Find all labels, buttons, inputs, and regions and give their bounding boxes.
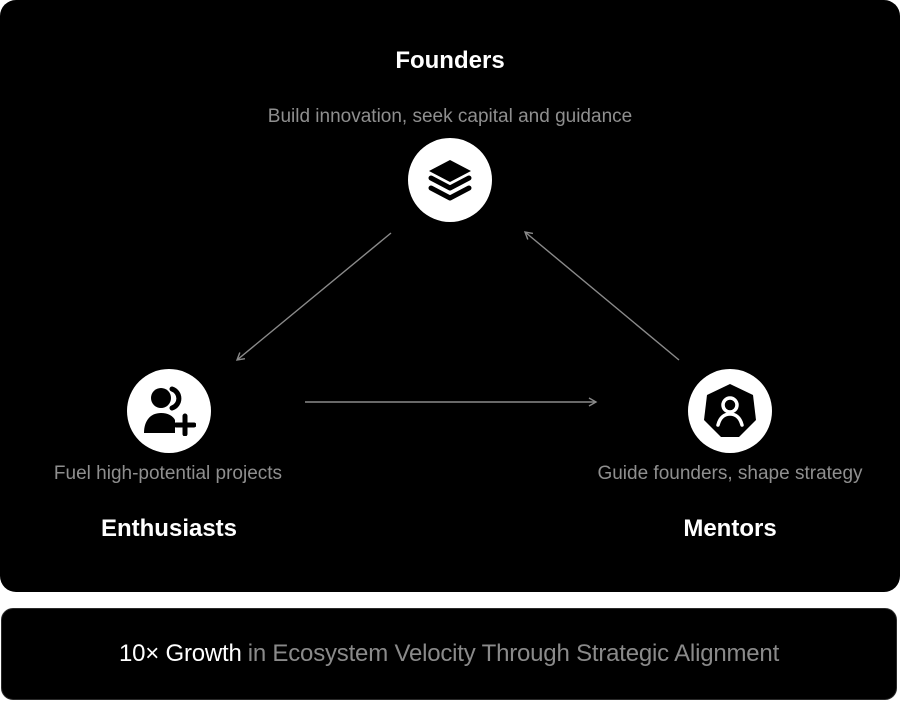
mentors-title: Mentors xyxy=(683,515,777,542)
arrow-mentors-to-founders xyxy=(523,231,680,361)
growth-banner: 10× Growth in Ecosystem Velocity Through… xyxy=(1,608,897,700)
arrow-founders-to-enthusiasts xyxy=(235,232,392,361)
layers-stack-icon xyxy=(428,160,472,201)
flow-arrows xyxy=(235,231,680,407)
enthusiasts-description: Fuel high-potential projects xyxy=(53,463,283,484)
founders-node xyxy=(408,138,492,222)
mentors-node xyxy=(688,369,772,453)
enthusiasts-node xyxy=(127,369,211,453)
growth-text: in Ecosystem Velocity Through Strategic … xyxy=(247,640,780,667)
user-badge-icon xyxy=(704,384,756,437)
ecosystem-diagram-panel: Founders Build innovation, seek capital … xyxy=(0,0,900,592)
add-user-icon xyxy=(144,386,196,436)
founders-description: Build innovation, seek capital and guida… xyxy=(267,106,633,127)
enthusiasts-title: Enthusiasts xyxy=(100,515,238,542)
growth-highlight: 10× Growth xyxy=(118,640,242,667)
mentors-description: Guide founders, shape strategy xyxy=(597,463,863,484)
founders-title: Founders xyxy=(395,47,505,74)
